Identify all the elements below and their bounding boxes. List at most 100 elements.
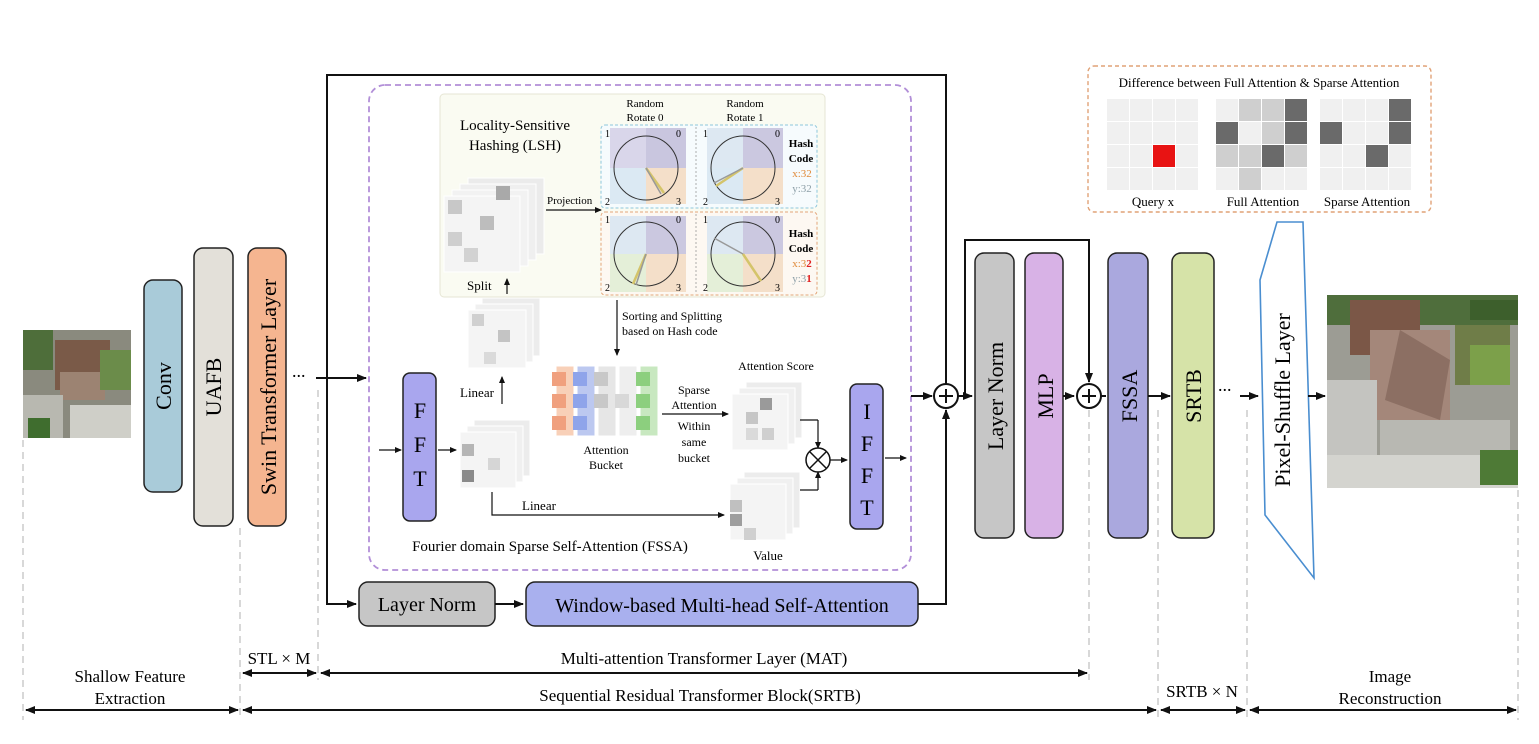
- value-label: Value: [753, 548, 783, 563]
- lsh-title-1: Locality-Sensitive: [460, 118, 570, 134]
- hash-top-x: x:32: [792, 168, 812, 180]
- hash-code-bottom-2: Code: [789, 243, 814, 255]
- split-label: Split: [467, 278, 492, 293]
- inset-title: Difference between Full Attention & Spar…: [1119, 75, 1400, 90]
- rotation-circle-top-1: 1 0 2 3: [703, 128, 783, 208]
- label-shallow-1: Shallow Feature: [75, 667, 186, 686]
- fft-letter-f1: F: [414, 398, 426, 423]
- grid-cell: [1285, 122, 1307, 144]
- grid-cell: [1320, 145, 1342, 167]
- uafb-block: UAFB: [193, 247, 234, 527]
- grid-cell: [1343, 122, 1365, 144]
- grid-cell: [1176, 145, 1198, 167]
- projection-label: Projection: [547, 195, 593, 207]
- grid-cell: [1285, 99, 1307, 121]
- grid-cell: [1389, 145, 1411, 167]
- stage-separators: [22, 390, 1519, 720]
- grid-cell: [1343, 168, 1365, 190]
- svg-text:2: 2: [703, 283, 708, 294]
- svg-text:2: 2: [703, 197, 708, 208]
- full-attention-grid: [1216, 99, 1307, 190]
- grid-cell: [1239, 145, 1261, 167]
- rotation-circle-bottom-0: 1 0 2 3: [605, 215, 686, 294]
- grid-cell: [1366, 145, 1388, 167]
- sparse-attention-1: Sparse: [678, 383, 710, 397]
- layer-norm-bottom-label: Layer Norm: [378, 594, 477, 616]
- sorting-label-1: Sorting and Splitting: [622, 309, 722, 323]
- inset-query-label: Query x: [1132, 194, 1175, 209]
- grid-cell: [1343, 99, 1365, 121]
- pixel-shuffle-label: Pixel-Shuffle Layer: [1270, 312, 1295, 486]
- grid-cell: [1107, 99, 1129, 121]
- grid-cell: [1130, 122, 1152, 144]
- sparse-attention-5: bucket: [678, 451, 711, 465]
- conv-label: Conv: [151, 362, 176, 410]
- grid-cell: [1320, 168, 1342, 190]
- hash-bottom-x: x:32: [792, 258, 812, 270]
- ellipsis-stl: ...: [292, 361, 306, 381]
- random-rotate-0-1: Random: [626, 98, 664, 110]
- grid-cell: [1216, 122, 1238, 144]
- grid-cell: [1239, 99, 1261, 121]
- grid-cell: [1320, 99, 1342, 121]
- label-stl-m: STL × M: [248, 649, 311, 668]
- grid-cell: [1153, 99, 1175, 121]
- linear-feature-stack-top: [467, 297, 541, 369]
- lsh-title-2: Hashing (LSH): [469, 138, 561, 154]
- grid-cell: [1343, 145, 1365, 167]
- ifft-block: [849, 383, 884, 530]
- grid-cell: [1239, 168, 1261, 190]
- conv-block: Conv: [143, 279, 183, 493]
- grid-cell: [1262, 145, 1284, 167]
- grid-cell: [1366, 99, 1388, 121]
- input-image: [23, 330, 131, 438]
- wmsa-label: Window-based Multi-head Self-Attention: [555, 595, 889, 617]
- grid-cell: [1285, 145, 1307, 167]
- linear-up-label: Linear: [460, 385, 495, 400]
- label-mat: Multi-attention Transformer Layer (MAT): [561, 649, 848, 668]
- attention-bucket-label-1: Attention: [583, 443, 628, 457]
- grid-cell: [1262, 99, 1284, 121]
- random-rotate-1-2: Rotate 1: [727, 112, 764, 124]
- grid-cell: [1153, 122, 1175, 144]
- fft-block: [402, 372, 437, 522]
- svg-text:1: 1: [703, 129, 708, 140]
- output-image: [1327, 295, 1518, 488]
- label-recon-2: Reconstruction: [1339, 689, 1442, 708]
- grid-cell: [1389, 99, 1411, 121]
- hash-top-y: y:32: [792, 183, 812, 195]
- grid-cell: [1153, 145, 1175, 167]
- lsh-feature-stack: [443, 177, 545, 273]
- grid-cell: [1176, 168, 1198, 190]
- query-grid: [1107, 99, 1198, 190]
- grid-cell: [1216, 145, 1238, 167]
- random-rotate-0-2: Rotate 0: [627, 112, 664, 124]
- srtb-label: SRTB: [1181, 369, 1206, 423]
- uafb-label: UAFB: [201, 358, 226, 417]
- label-recon-1: Image: [1369, 667, 1411, 686]
- svg-text:0: 0: [775, 129, 780, 140]
- grid-cell: [1262, 168, 1284, 190]
- fft-letter-t: T: [413, 466, 427, 491]
- layer-norm-block: [974, 252, 1015, 539]
- fssa-detail-container: [368, 84, 912, 571]
- random-rotate-1-1: Random: [726, 98, 764, 110]
- attention-score-stack: [731, 381, 803, 451]
- grid-cell: [1389, 122, 1411, 144]
- ellipsis-srtb: ...: [1218, 375, 1232, 395]
- ifft-letter-t: T: [860, 495, 874, 520]
- svg-text:3: 3: [775, 283, 780, 294]
- sparse-attention-2: Attention: [671, 398, 716, 412]
- grid-cell: [1216, 99, 1238, 121]
- sparse-attention-3: Within: [678, 419, 711, 433]
- grid-cell: [1130, 145, 1152, 167]
- inset-full-label: Full Attention: [1227, 194, 1300, 209]
- grid-cell: [1285, 168, 1307, 190]
- grid-cell: [1107, 122, 1129, 144]
- swin-transformer-layer-block: Swin Transformer Layer: [247, 247, 287, 527]
- linear-bottom-label: Linear: [522, 498, 557, 513]
- fft-feature-stack: [459, 419, 531, 489]
- sorting-label-2: based on Hash code: [622, 324, 718, 338]
- grid-cell: [1366, 168, 1388, 190]
